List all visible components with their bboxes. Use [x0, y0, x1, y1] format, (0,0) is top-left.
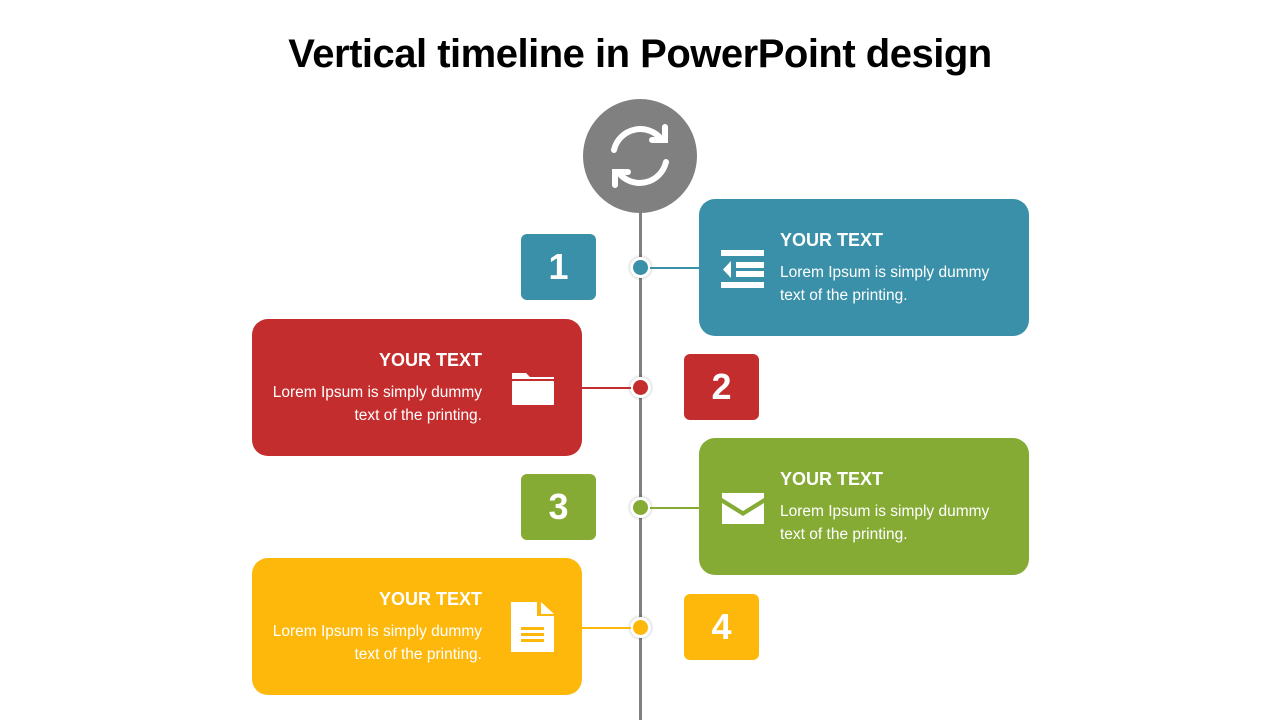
step-2-number: 2 — [684, 354, 759, 420]
step-4-marker — [630, 617, 651, 638]
step-2-connector — [581, 387, 631, 389]
indent-list-icon — [721, 250, 764, 288]
envelope-icon — [722, 493, 764, 524]
step-1-number: 1 — [521, 234, 596, 300]
step-2-marker — [630, 377, 651, 398]
step-3-card: YOUR TEXT Lorem Ipsum is simply dummy te… — [699, 438, 1029, 575]
step-1-card: YOUR TEXT Lorem Ipsum is simply dummy te… — [699, 199, 1029, 336]
folder-icon — [512, 373, 554, 405]
step-4-connector — [581, 627, 631, 629]
refresh-icon — [611, 124, 669, 188]
step-3-body: Lorem Ipsum is simply dummy text of the … — [780, 503, 990, 543]
step-1-marker — [630, 257, 651, 278]
step-4-card: YOUR TEXT Lorem Ipsum is simply dummy te… — [252, 558, 582, 695]
step-1-body: Lorem Ipsum is simply dummy text of the … — [780, 264, 990, 304]
timeline-hub — [583, 99, 697, 213]
step-1-connector — [650, 267, 700, 269]
document-icon — [511, 602, 554, 652]
step-2-body: Lorem Ipsum is simply dummy text of the … — [272, 384, 482, 424]
step-4-number: 4 — [684, 594, 759, 660]
step-3-number: 3 — [521, 474, 596, 540]
step-2-card: YOUR TEXT Lorem Ipsum is simply dummy te… — [252, 319, 582, 456]
step-4-title: YOUR TEXT — [378, 589, 482, 609]
page-title: Vertical timeline in PowerPoint design — [288, 32, 992, 76]
step-1-title: YOUR TEXT — [780, 230, 884, 250]
timeline-axis — [639, 200, 642, 720]
step-3-connector — [650, 507, 700, 509]
step-3-title: YOUR TEXT — [780, 469, 884, 489]
step-4-body: Lorem Ipsum is simply dummy text of the … — [272, 623, 482, 663]
step-3-marker — [630, 497, 651, 518]
step-2-title: YOUR TEXT — [378, 350, 482, 370]
